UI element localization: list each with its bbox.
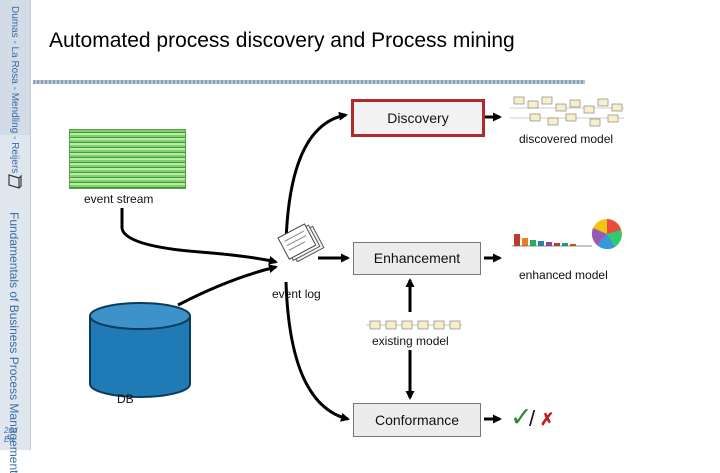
edge-stream-to-log [120,208,278,265]
conformance-node: Conformance [353,403,481,437]
result-separator: / [529,406,536,431]
diagram-canvas [89,96,624,424]
slide-title: Automated process discovery and Process … [49,29,515,52]
edge-log-to-conformance [284,281,350,422]
db-label: DB [117,392,134,406]
edge-log-to-discovery [284,111,348,243]
enhanced-model-thumbnail [512,219,622,250]
enhanced-model-label: enhanced model [519,268,608,282]
event-stream-table [69,129,186,189]
check-icon: ✓ [510,402,533,432]
event-log-icon [277,223,325,263]
discovery-node: Discovery [351,99,485,137]
enhancement-node: Enhancement [353,242,481,275]
existing-model-label: existing model [372,334,449,348]
title-divider [33,80,585,84]
book-icon [8,174,22,189]
existing-model-thumbnail [366,320,462,330]
cross-icon: ✗ [540,410,555,429]
edition-label: 2nd Ed. [4,426,18,444]
sidebar-header-band [0,0,30,135]
edge-db-to-log [177,264,278,307]
discovered-model-label: discovered model [519,132,614,146]
discovered-model-thumbnail [510,96,624,127]
event-stream-label: event stream [84,192,154,206]
event-log-label: event log [272,287,321,301]
db-cylinder [89,302,191,398]
sidebar: Dumas - La Rosa - Mendling - Reijers Fun… [0,0,31,473]
